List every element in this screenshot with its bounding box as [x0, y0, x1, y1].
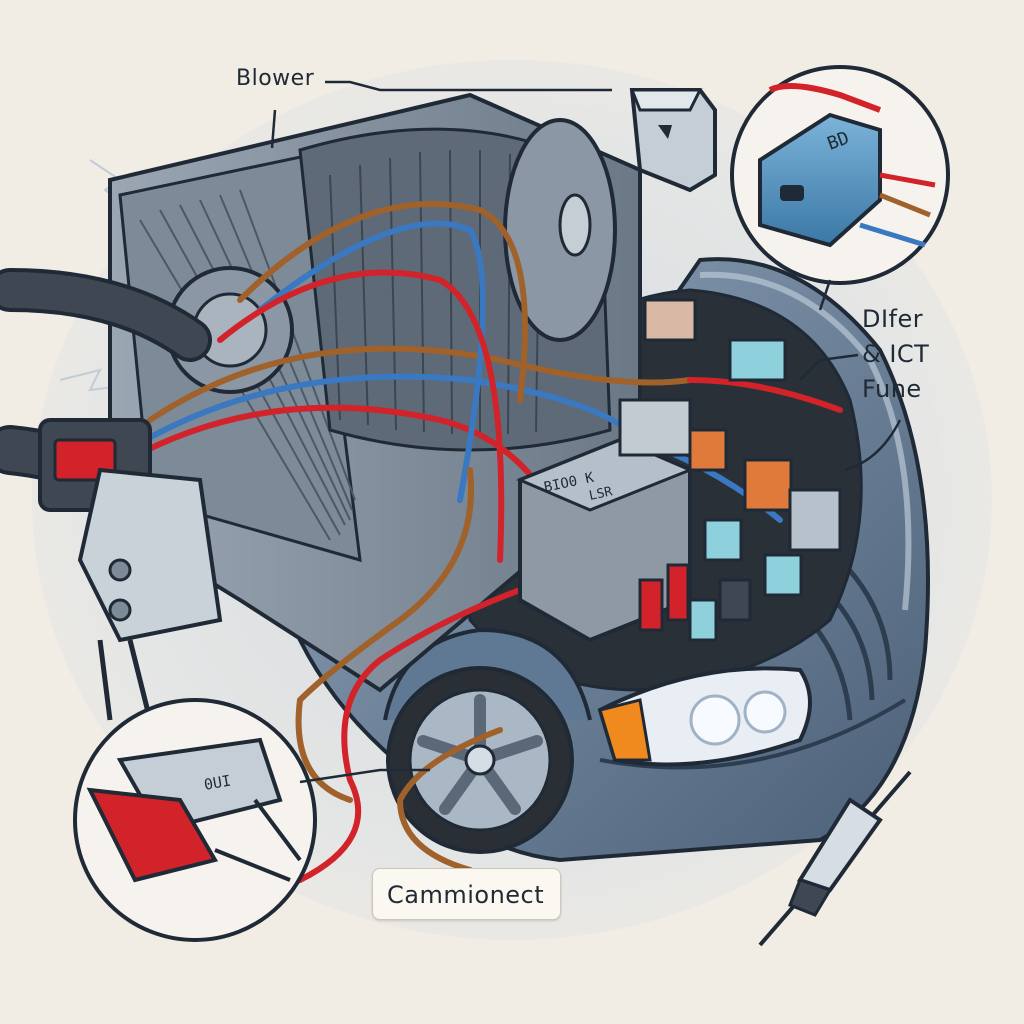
connect-label: Cammionect: [372, 868, 562, 920]
main-relay-code: LSR: [588, 484, 614, 504]
callout-terminal-label: 0UI: [203, 772, 233, 794]
connector-callout: 0UI: [73, 698, 317, 942]
connector-icon: [38, 418, 223, 721]
leader-lines: [270, 80, 902, 784]
fuse-box: BIO0 K LSR: [516, 298, 842, 643]
difer-label-line-2: & ICT: [862, 339, 930, 368]
wheel-icon: [383, 627, 592, 854]
difer-label-line-3: Fune: [862, 374, 922, 403]
probe-icon: [758, 770, 912, 947]
blower-label: Blower: [236, 66, 315, 91]
difer-label-line-1: DIfer: [862, 305, 924, 333]
wires: [107, 201, 843, 886]
relay-callout: BD: [730, 65, 950, 285]
relay-icon: [629, 88, 717, 193]
difer-fune-label: DIfer & ICT Fune: [862, 302, 929, 406]
headlight-icon: [597, 666, 812, 767]
